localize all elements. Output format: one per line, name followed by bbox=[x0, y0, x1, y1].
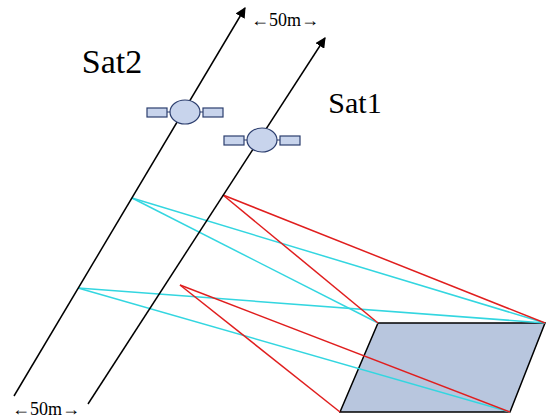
ground-area bbox=[340, 323, 545, 412]
sat1-beams bbox=[180, 195, 545, 412]
satellite-icon bbox=[147, 100, 223, 124]
sat2-track bbox=[14, 8, 245, 396]
dimension-label: ←50m→ bbox=[12, 400, 80, 418]
satellite-name: Sat2 bbox=[82, 45, 142, 79]
satellite-name: Sat1 bbox=[328, 88, 381, 118]
sat1-track bbox=[88, 38, 325, 404]
satellite-icon bbox=[224, 128, 300, 152]
dimension-label: ←50m→ bbox=[251, 11, 319, 29]
